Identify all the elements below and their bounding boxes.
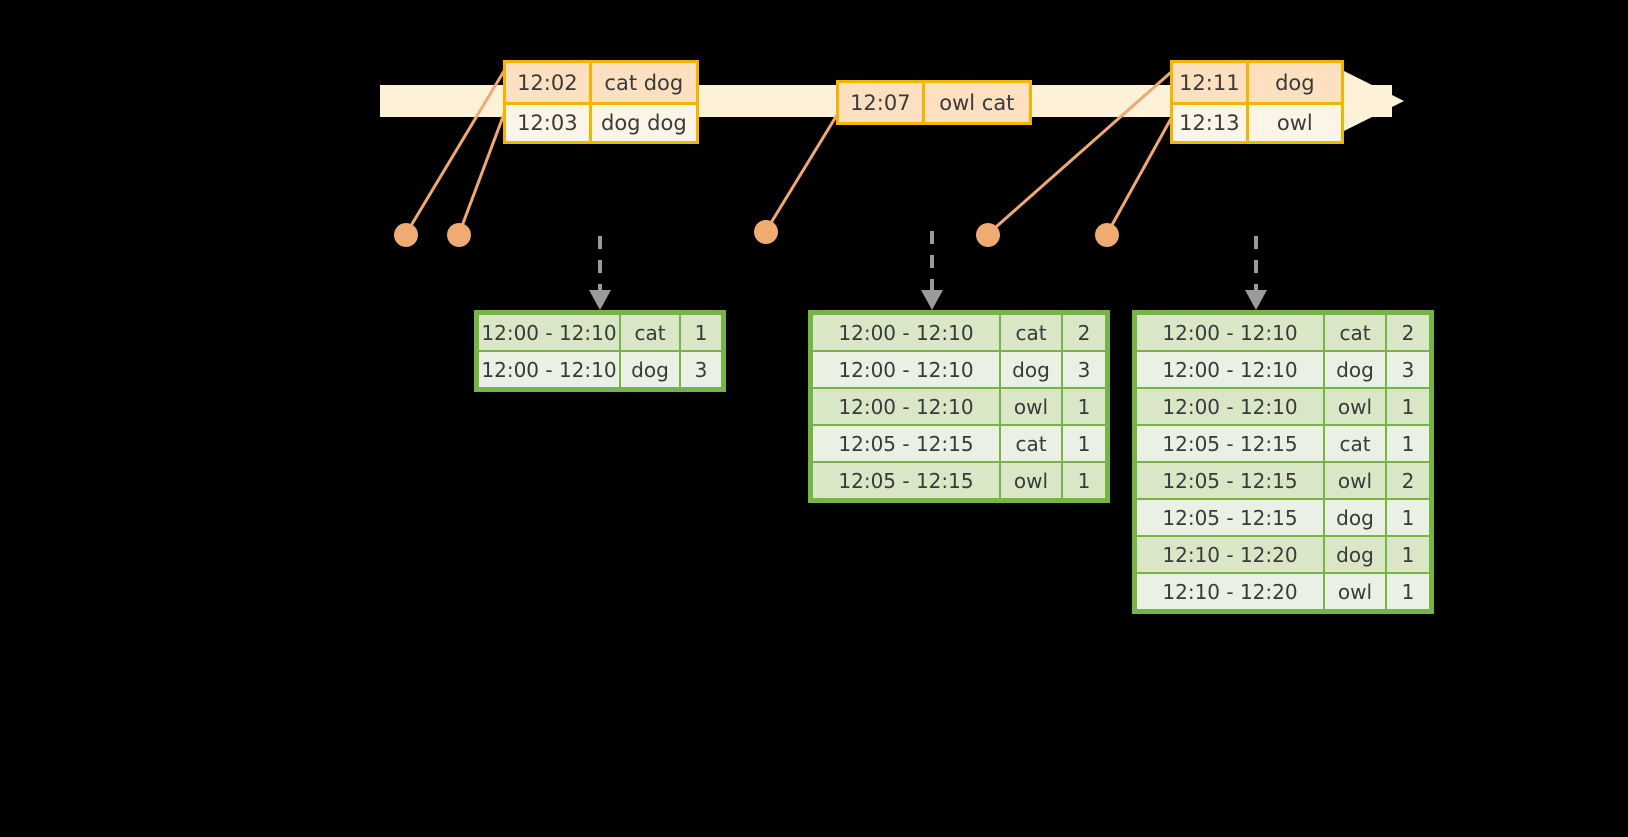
trigger-dot-2 [447, 223, 471, 247]
cell-word: owl [1001, 463, 1061, 498]
cell-count: 1 [1387, 426, 1429, 461]
cell-window: 12:00 - 12:10 [813, 352, 999, 387]
event-group-1: 12:02 cat dog 12:03 dog dog [503, 60, 699, 144]
trigger-dot-1 [394, 223, 418, 247]
emit-arrowhead-1 [589, 290, 611, 310]
cell-word: dog [1325, 537, 1385, 572]
event-time: 12:07 [839, 83, 922, 122]
cell-window: 12:00 - 12:10 [1137, 389, 1323, 424]
cell-word: cat [1325, 315, 1385, 350]
event-time: 12:13 [1173, 105, 1246, 141]
cell-word: dog [621, 352, 679, 387]
cell-window: 12:05 - 12:15 [813, 426, 999, 461]
cell-window: 12:05 - 12:15 [1137, 463, 1323, 498]
cell-window: 12:10 - 12:20 [1137, 574, 1323, 609]
cell-count: 2 [1387, 463, 1429, 498]
cell-window: 12:00 - 12:10 [1137, 352, 1323, 387]
cell-window: 12:05 - 12:15 [1137, 500, 1323, 535]
event-time: 12:03 [506, 105, 589, 141]
cell-word: dog [1325, 500, 1385, 535]
cell-count: 1 [1387, 500, 1429, 535]
connector-5 [1105, 105, 1180, 235]
trigger-dot-4 [976, 223, 1000, 247]
cell-window: 12:00 - 12:10 [479, 352, 619, 387]
cell-count: 2 [1063, 315, 1105, 350]
cell-count: 3 [1063, 352, 1105, 387]
cell-word: owl [1001, 389, 1061, 424]
cell-window: 12:05 - 12:15 [1137, 426, 1323, 461]
cell-word: cat [1001, 426, 1061, 461]
event-words: dog [1245, 63, 1341, 102]
cell-word: cat [1001, 315, 1061, 350]
event-group-2: 12:07 owl cat [836, 80, 1032, 125]
event-row: 12:02 cat dog [506, 63, 696, 102]
cell-count: 1 [1387, 537, 1429, 572]
trigger-dots [394, 220, 1119, 247]
emit-arrows [598, 231, 1258, 292]
trigger-dot-5 [1095, 223, 1119, 247]
emit-arrowheads [589, 290, 1267, 310]
cell-word: dog [1325, 352, 1385, 387]
cell-word: owl [1325, 463, 1385, 498]
cell-word: owl [1325, 574, 1385, 609]
event-words: cat dog [588, 63, 696, 102]
cell-word: dog [1001, 352, 1061, 387]
cell-window: 12:00 - 12:10 [1137, 315, 1323, 350]
connector-3 [764, 109, 842, 232]
cell-word: owl [1325, 389, 1385, 424]
connector-2 [457, 105, 509, 235]
event-words: owl cat [921, 83, 1029, 122]
cell-window: 12:05 - 12:15 [813, 463, 999, 498]
cell-window: 12:00 - 12:10 [813, 389, 999, 424]
connector-1 [404, 65, 509, 235]
cell-count: 1 [681, 315, 721, 350]
event-row: 12:11 dog [1173, 63, 1341, 102]
event-time: 12:02 [506, 63, 589, 102]
cell-count: 1 [1387, 389, 1429, 424]
event-group-3: 12:11 dog 12:13 owl [1170, 60, 1344, 144]
event-time: 12:11 [1173, 63, 1246, 102]
cell-count: 3 [1387, 352, 1429, 387]
emit-arrowhead-3 [1245, 290, 1267, 310]
event-words: owl [1245, 105, 1341, 141]
trigger-dot-3 [754, 220, 778, 244]
cell-count: 2 [1387, 315, 1429, 350]
cell-word: cat [621, 315, 679, 350]
cell-count: 1 [1387, 574, 1429, 609]
event-words: dog dog [588, 105, 696, 141]
event-row: 12:13 owl [1173, 102, 1341, 141]
emit-arrowhead-2 [921, 290, 943, 310]
cell-word: cat [1325, 426, 1385, 461]
cell-window: 12:10 - 12:20 [1137, 537, 1323, 572]
cell-window: 12:00 - 12:10 [813, 315, 999, 350]
cell-count: 3 [681, 352, 721, 387]
cell-count: 1 [1063, 463, 1105, 498]
cell-count: 1 [1063, 426, 1105, 461]
event-row: 12:03 dog dog [506, 102, 696, 141]
cell-count: 1 [1063, 389, 1105, 424]
event-row: 12:07 owl cat [839, 83, 1029, 122]
cell-window: 12:00 - 12:10 [479, 315, 619, 350]
